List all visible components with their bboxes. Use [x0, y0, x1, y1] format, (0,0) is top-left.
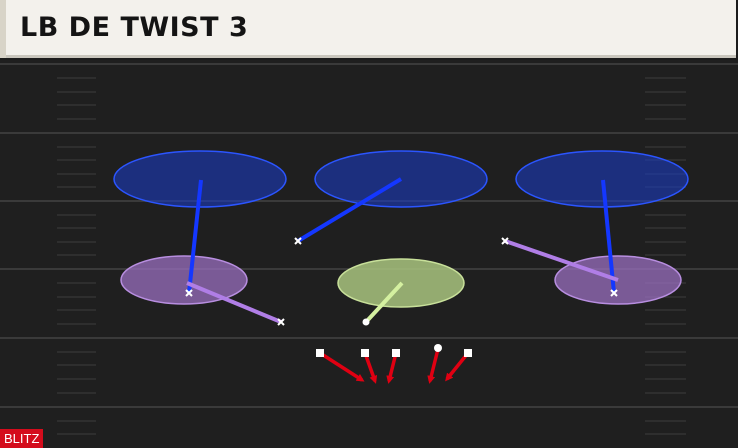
- rush-arrow-5: [445, 351, 470, 382]
- center-circle-icon: [434, 344, 442, 352]
- blitz-badge: BLITZ: [0, 429, 44, 448]
- lineman-square-icon: [361, 349, 369, 357]
- flat-zone-left: [120, 255, 248, 305]
- play-diagram-field: [0, 60, 738, 448]
- lineman-square-icon: [464, 349, 472, 357]
- play-title: LB DE TWIST 3: [20, 12, 249, 43]
- cb-left-deep-route: [187, 179, 203, 294]
- deep-zone-right: [515, 150, 689, 208]
- defender-x-icon: [294, 237, 302, 245]
- hash-marks-left: [57, 77, 96, 435]
- rush-arrow-2: [363, 352, 378, 384]
- lineman-square-icon: [316, 349, 324, 357]
- lineman-square-icon: [392, 349, 400, 357]
- rush-arrow-4: [427, 348, 440, 384]
- hash-marks-right: [645, 77, 686, 435]
- defender-x-icon: [277, 318, 285, 326]
- title-bar: LB DE TWIST 3: [0, 0, 736, 58]
- lb-left-flat-route: [186, 281, 282, 324]
- lb-right-flat-route: [504, 239, 619, 282]
- safety-deep-route: [296, 177, 403, 243]
- defender-x-icon: [185, 289, 193, 297]
- play-diagram: [0, 63, 738, 435]
- cb-right-deep-route: [601, 179, 616, 294]
- rush-arrow-1: [319, 351, 365, 382]
- lb-middle-hook-route: [364, 281, 404, 324]
- ball-circle-icon: [362, 318, 370, 326]
- title-accent: [0, 0, 6, 58]
- rush-arrow-3: [386, 352, 398, 384]
- defender-x-icon: [501, 237, 509, 245]
- defender-x-icon: [610, 289, 618, 297]
